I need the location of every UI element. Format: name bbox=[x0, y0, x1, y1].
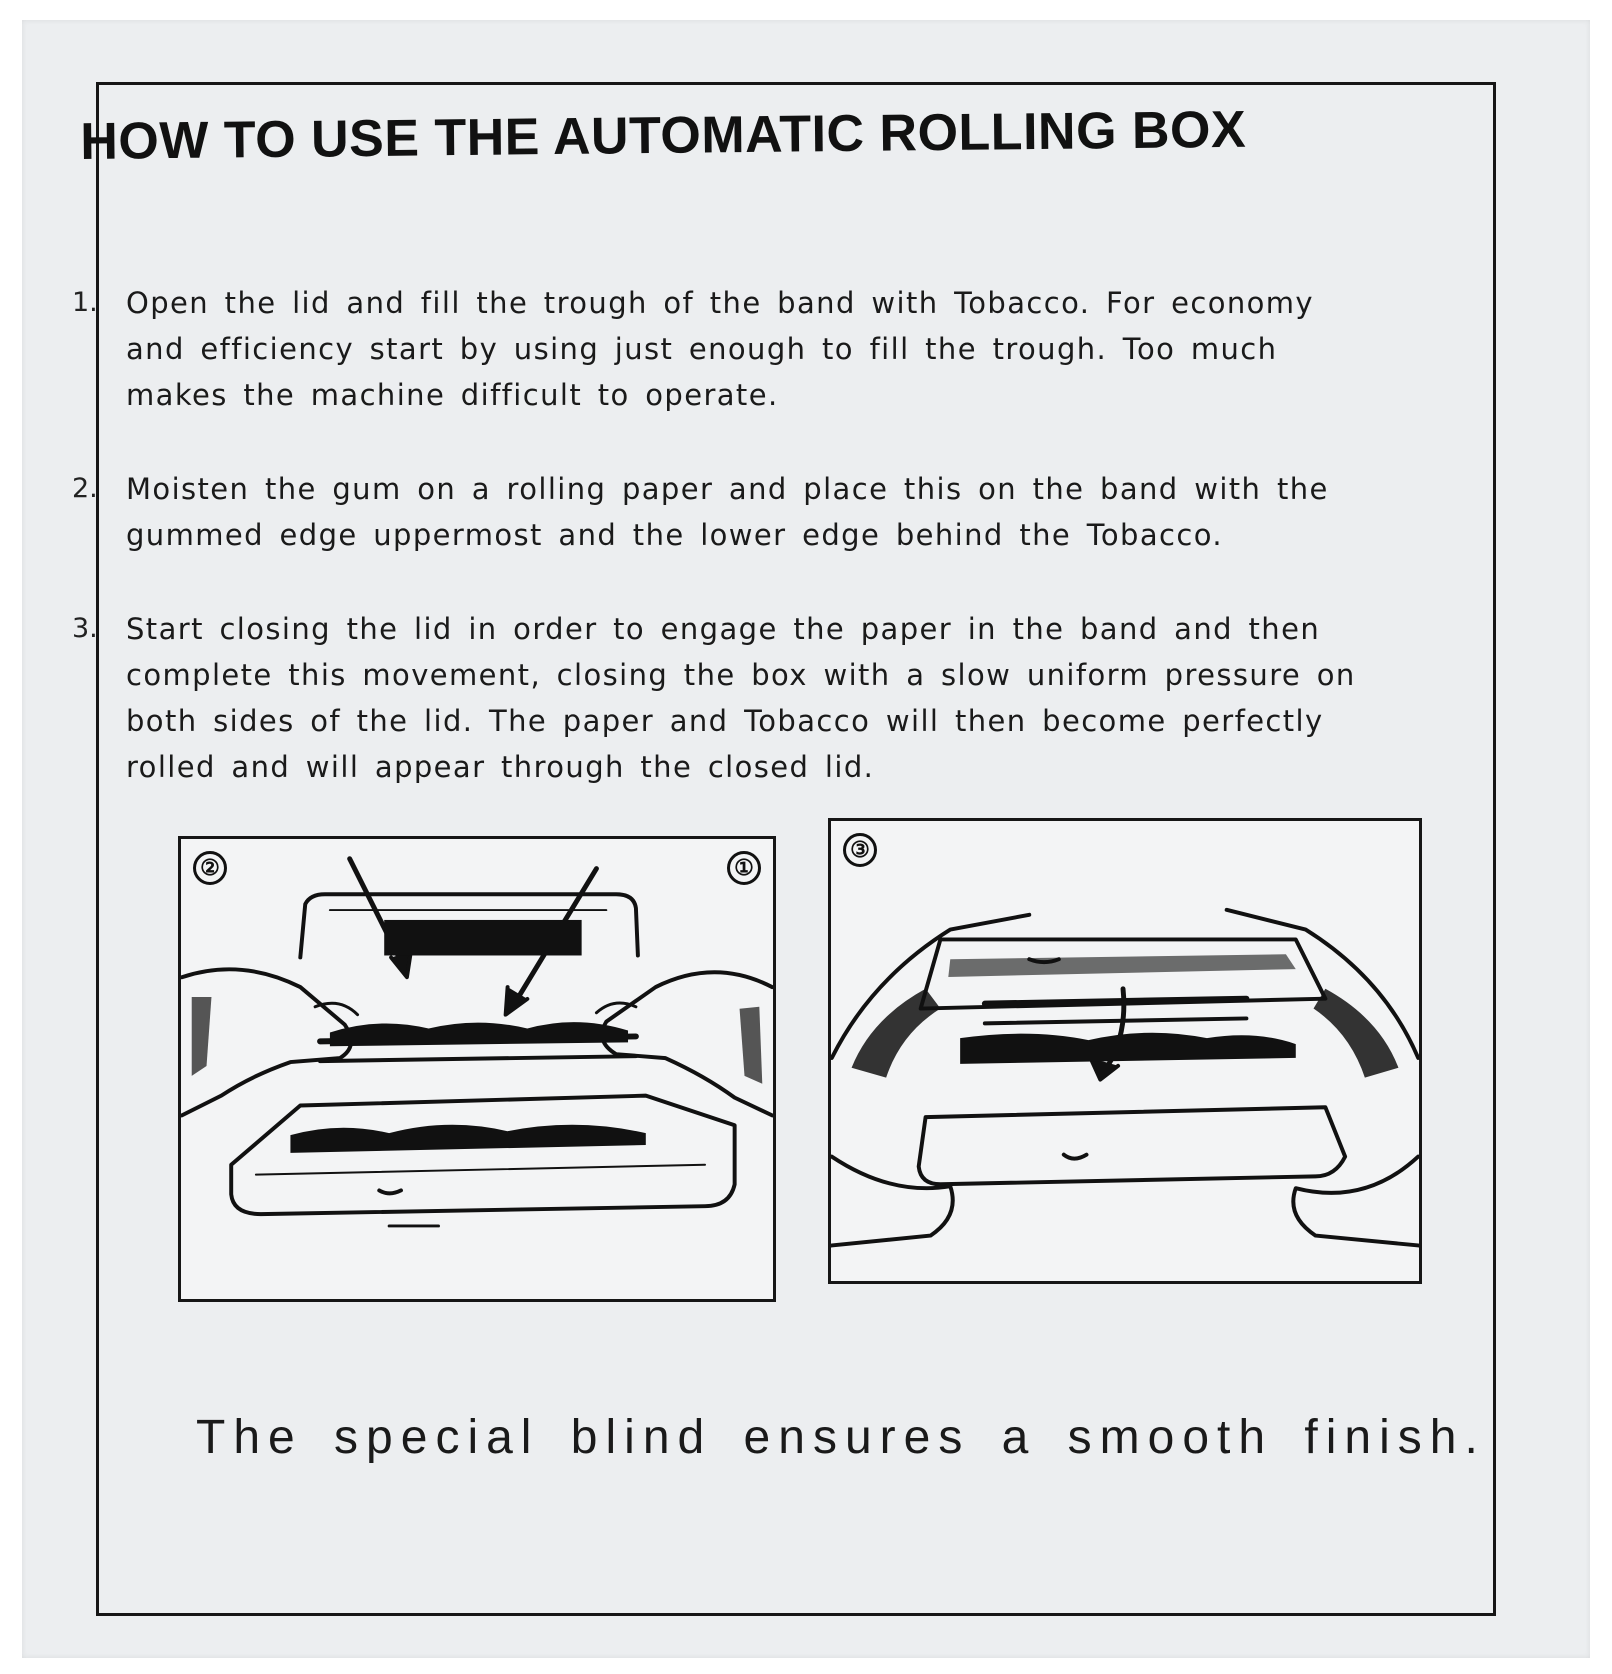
step-2: 2. Moisten the gum on a rolling paper an… bbox=[72, 466, 1362, 558]
step-badge-2: ② bbox=[193, 851, 227, 885]
step-number: 1. bbox=[72, 287, 98, 318]
step-3: 3. Start closing the lid in order to eng… bbox=[72, 606, 1362, 790]
illustration-closing-box: ③ bbox=[828, 818, 1422, 1284]
step-number: 2. bbox=[72, 473, 98, 504]
step-text: Start closing the lid in order to engage… bbox=[126, 612, 1356, 784]
step-text: Moisten the gum on a rolling paper and p… bbox=[126, 472, 1329, 552]
step-badge-3: ③ bbox=[843, 833, 877, 867]
step-1: 1. Open the lid and fill the trough of t… bbox=[72, 280, 1362, 418]
footer-tagline: The special blind ensures a smooth finis… bbox=[196, 1411, 1486, 1464]
sheet-border bbox=[96, 82, 1496, 1616]
instruction-steps: 1. Open the lid and fill the trough of t… bbox=[72, 280, 1362, 838]
closing-box-drawing bbox=[831, 907, 1419, 1248]
open-box-drawing bbox=[181, 856, 773, 1228]
illustration-open-box: ② ① bbox=[178, 836, 776, 1302]
step-badge-1: ① bbox=[727, 851, 761, 885]
step-text: Open the lid and fill the trough of the … bbox=[126, 286, 1314, 412]
step-number: 3. bbox=[72, 613, 98, 644]
page-title: HOW TO USE THE AUTOMATIC ROLLING BOX bbox=[80, 100, 1247, 171]
